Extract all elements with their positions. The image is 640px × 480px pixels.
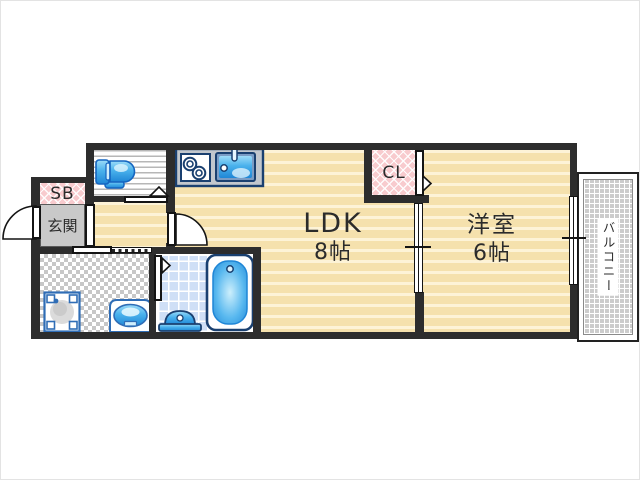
washroom-accordion-door — [111, 247, 152, 253]
kitchen-counter — [174, 147, 265, 188]
bathroom-door — [154, 255, 162, 301]
wall — [86, 143, 94, 203]
wall — [31, 177, 94, 183]
wall — [364, 143, 372, 203]
wall — [31, 237, 40, 339]
wash-basin-icon — [109, 299, 152, 333]
ldk-label: LDK 8帖 — [288, 208, 378, 267]
wall — [166, 143, 175, 213]
room-western-floor — [423, 150, 570, 332]
hall-door-leaf — [167, 212, 176, 246]
washroom-sliding-door — [72, 246, 112, 254]
sliding-door-tick — [405, 246, 431, 248]
entrance-door-arc — [2, 205, 37, 240]
balcony-label: バルコニー — [597, 218, 619, 296]
bathroom-door-swing-icon — [161, 256, 172, 275]
balcony-grid — [583, 179, 633, 335]
shoe-box-area: SB — [40, 183, 85, 204]
western-room-label: 洋室 6帖 — [447, 211, 537, 268]
shoe-box-label: SB — [50, 183, 75, 204]
wall — [86, 143, 577, 150]
shower-stand-icon — [158, 310, 202, 332]
balcony-area: バルコニー — [577, 172, 639, 342]
wall — [31, 332, 577, 339]
toilet-door — [124, 196, 168, 203]
wall — [94, 196, 126, 202]
entrance-door-leaf — [32, 206, 41, 239]
entrance-step — [85, 204, 95, 247]
hall-door-arc — [175, 213, 208, 246]
wall — [570, 143, 577, 197]
balcony-window — [569, 196, 578, 285]
ldk-name: LDK — [303, 208, 363, 239]
entrance-label: 玄関 — [47, 217, 78, 235]
toilet-door-swing-icon — [148, 185, 170, 197]
ldk-size: 8帖 — [314, 240, 352, 265]
wall — [85, 177, 94, 205]
wall — [364, 195, 429, 203]
wall — [253, 247, 261, 332]
window-tick — [562, 237, 586, 239]
hallway-floor — [94, 202, 174, 247]
wall — [149, 254, 156, 332]
western-room-size: 6帖 — [473, 241, 511, 266]
wall — [31, 177, 40, 207]
closet-label: CL — [382, 162, 406, 183]
washing-machine-icon — [43, 291, 81, 333]
closet-area: CL — [372, 150, 416, 195]
closet-door-swing-icon — [422, 174, 433, 193]
kitchen-sink-icon — [215, 147, 256, 182]
closet-door — [415, 150, 424, 196]
wall — [570, 285, 577, 339]
western-room-name: 洋室 — [467, 212, 517, 238]
wall — [415, 292, 424, 332]
bathtub-icon — [205, 253, 255, 332]
toilet-icon — [95, 159, 136, 189]
gas-stove-icon — [180, 153, 211, 182]
entrance-area: 玄関 — [40, 204, 85, 247]
ldk-western-sliding-door — [414, 203, 423, 293]
wall — [166, 243, 175, 249]
